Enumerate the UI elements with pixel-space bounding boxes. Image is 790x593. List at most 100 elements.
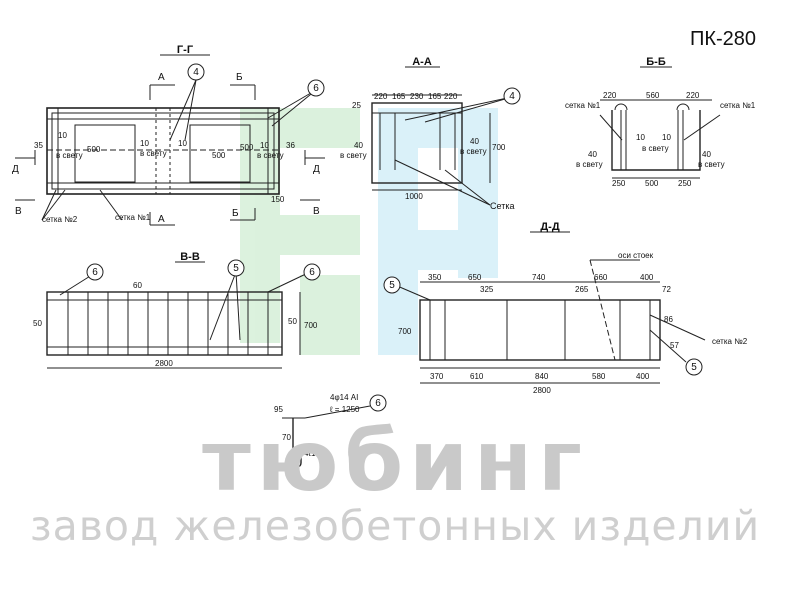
- brand-tagline: завод железобетонных изделий: [29, 502, 761, 550]
- section-bb: [599, 66, 721, 179]
- bar-dim-95: 95: [274, 405, 283, 414]
- label-setka-aa: Сетка: [490, 201, 514, 211]
- section-title-vv: В-В: [180, 251, 200, 263]
- dim-dd-86: 86: [664, 315, 673, 324]
- label-setka-n1-bb-r: сетка №1: [720, 101, 756, 110]
- dim-dd-325: 325: [480, 285, 494, 294]
- callout-4-plan-text: 4: [193, 67, 199, 78]
- dim-vv-60: 60: [133, 281, 142, 290]
- section-vv: [46, 261, 311, 369]
- dim-bb-bottom-0: 250: [612, 179, 626, 188]
- callout-6-vv-right-text: 6: [309, 267, 315, 278]
- label-osi-stoek: оси стоек: [618, 251, 654, 260]
- dim-bb-560: 560: [646, 91, 660, 100]
- dim-aa-40l: 40: [354, 141, 363, 150]
- bar-length: ℓ = 1250: [329, 405, 360, 414]
- dim-gg-150: 150: [271, 195, 285, 204]
- dim-gg-10d: 10: [260, 141, 269, 150]
- dim-gg-35: 35: [34, 141, 43, 150]
- dim-dd-top-2: 740: [532, 273, 546, 282]
- section-aa: [371, 66, 513, 206]
- callout-6-vv-left: [86, 263, 104, 281]
- callout-6-bar-text: 6: [375, 398, 381, 409]
- watermark-logo: [240, 108, 498, 355]
- dim-dd-72: 72: [662, 285, 671, 294]
- dim-aa-top-4: 220: [444, 92, 458, 101]
- dim-gg-10b: 10: [140, 139, 149, 148]
- v-svetu-bb-c: в свету: [642, 144, 669, 153]
- callout-5-vv: [227, 259, 245, 277]
- v-svetu-gg-2: в свету: [140, 149, 167, 158]
- v-svetu-bb-l: в свету: [576, 160, 603, 169]
- section-title-dd: Д-Д: [540, 221, 559, 233]
- dim-dd-top-3: 660: [594, 273, 608, 282]
- plan-view-gg: [15, 54, 325, 226]
- cut-mark-a-top: А: [158, 72, 165, 83]
- dim-aa-700: 700: [492, 143, 506, 152]
- dim-bb-10r: 10: [662, 133, 671, 142]
- label-setka-n2-plan: сетка №2: [42, 215, 78, 224]
- cut-mark-b-top: Б: [236, 72, 243, 83]
- callout-4-aa: [503, 87, 521, 105]
- dim-dd-bottom-1: 610: [470, 372, 484, 381]
- dim-dd-265: 265: [575, 285, 589, 294]
- cut-mark-b-bottom: Б: [232, 208, 239, 219]
- callout-6-vv-left-text: 6: [92, 267, 98, 278]
- bar-detail: [282, 405, 371, 468]
- dim-dd-2800: 2800: [533, 386, 551, 395]
- callout-4-plan: [187, 63, 205, 81]
- dim-bb-40r: 40: [702, 150, 711, 159]
- dim-aa-25: 25: [352, 101, 361, 110]
- cut-mark-d-right: Д: [313, 164, 320, 175]
- dim-vv-50r: 50: [288, 317, 297, 326]
- dim-dd-bottom-3: 580: [592, 372, 606, 381]
- dim-bb-10l: 10: [636, 133, 645, 142]
- dim-gg-10c: 10: [178, 139, 187, 148]
- dim-gg-500b: 500: [212, 151, 226, 160]
- callout-6-bar: [369, 394, 387, 412]
- dim-dd-bottom-2: 840: [535, 372, 549, 381]
- section-title-gg: Г-Г: [177, 44, 194, 56]
- dim-dd-top-1: 650: [468, 273, 482, 282]
- bar-spec: 4φ14 АI: [330, 393, 358, 402]
- dim-bb-40l: 40: [588, 150, 597, 159]
- dim-gg-36: 36: [286, 141, 295, 150]
- dim-bb-220r: 220: [686, 91, 700, 100]
- bar-dim-415: 4ℓ1.5: [304, 449, 323, 458]
- cut-mark-d-left: Д: [12, 164, 19, 175]
- label-setka-n1-bb-l: сетка №1: [565, 101, 601, 110]
- dim-vv-50l: 50: [33, 319, 42, 328]
- v-svetu-aa-l: в свету: [340, 151, 367, 160]
- callout-6-plan: [307, 79, 325, 97]
- dim-bb-bottom-1: 500: [645, 179, 659, 188]
- callout-5-dd-left-text: 5: [389, 280, 395, 291]
- dim-aa-top-1: 165: [392, 92, 406, 101]
- section-title-aa: А-А: [412, 56, 432, 68]
- dim-aa-top-3: 165: [428, 92, 442, 101]
- dim-dd-bottom-4: 400: [636, 372, 650, 381]
- callout-4-aa-text: 4: [509, 91, 515, 102]
- callout-5-dd-right-text: 5: [691, 362, 697, 373]
- dim-bb-220l: 220: [603, 91, 617, 100]
- v-svetu-gg-3: в свету: [257, 151, 284, 160]
- section-dd: [394, 231, 706, 384]
- v-svetu-aa-r: в свету: [460, 147, 487, 156]
- callout-5-vv-text: 5: [233, 263, 239, 274]
- dim-dd-57: 57: [670, 341, 679, 350]
- dim-vv-700: 700: [304, 321, 318, 330]
- dim-aa-top-2: 230: [410, 92, 424, 101]
- document-code: ПК-280: [690, 28, 757, 50]
- brand-name: тюбинг: [202, 412, 588, 510]
- callout-5-dd-left: [383, 276, 401, 294]
- dim-dd-700: 700: [398, 327, 412, 336]
- dim-dd-top-0: 350: [428, 273, 442, 282]
- label-setka-n2-dd: сетка №2: [712, 337, 748, 346]
- cut-mark-a-bottom: А: [158, 214, 165, 225]
- callout-6-vv-right: [303, 263, 321, 281]
- section-title-bb: Б-Б: [646, 56, 666, 68]
- dim-dd-bottom-0: 370: [430, 372, 444, 381]
- v-svetu-bb-r: в свету: [698, 160, 725, 169]
- dim-gg-10a: 10: [58, 131, 67, 140]
- bar-dim-70: 70: [282, 433, 291, 442]
